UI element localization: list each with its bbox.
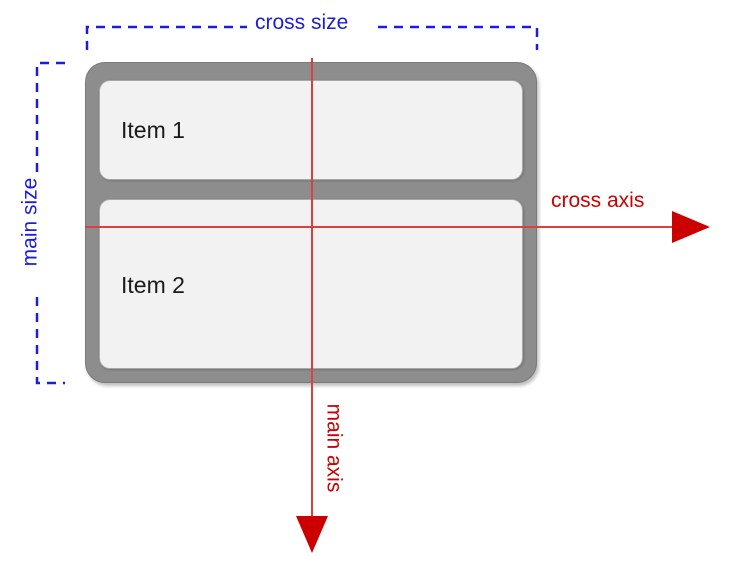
main-axis-arrow (296, 58, 328, 553)
main-size-label: main size (18, 177, 42, 267)
flex-item-1-label: Item 1 (121, 116, 185, 143)
main-size-bracket (35, 61, 65, 385)
main-axis-label: main axis (322, 403, 346, 493)
flex-item-2-label: Item 2 (121, 271, 185, 298)
cross-size-label: cross size (255, 11, 349, 34)
cross-size-bracket (85, 25, 539, 50)
cross-axis-arrow (85, 211, 710, 243)
cross-axis-label: cross axis (551, 189, 645, 212)
